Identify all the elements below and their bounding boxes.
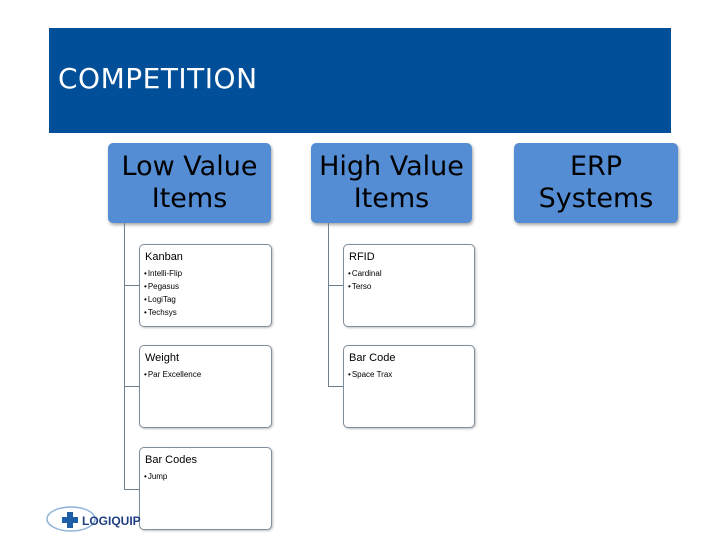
vendor-item: Terso bbox=[348, 280, 382, 293]
logo-ring bbox=[46, 506, 96, 532]
item-box-title: Bar Code bbox=[349, 352, 396, 364]
item-box-kanban: Kanban Intelli-Flip Pegasus LogiTag Tech… bbox=[139, 244, 272, 327]
connector-line bbox=[124, 223, 140, 490]
category-low-value-line2: Items bbox=[151, 183, 228, 214]
vendor-item: Techsys bbox=[144, 306, 182, 319]
logo-cross-v bbox=[67, 512, 73, 528]
item-box-bar-code: Bar Code Space Trax bbox=[343, 345, 475, 428]
logiquip-logo bbox=[46, 506, 96, 532]
item-box-title: Bar Codes bbox=[145, 454, 197, 466]
vendor-list: Space Trax bbox=[348, 368, 392, 381]
vendor-list: Cardinal Terso bbox=[348, 267, 382, 293]
page-title: COMPETITION bbox=[58, 62, 258, 95]
vendor-item: Par Excellence bbox=[144, 368, 201, 381]
item-box-title: Weight bbox=[145, 352, 180, 364]
vendor-list: Par Excellence bbox=[144, 368, 201, 381]
item-box-rfid: RFID Cardinal Terso bbox=[343, 244, 475, 327]
category-low-value: Low Value Items bbox=[108, 143, 271, 223]
item-box-title: Kanban bbox=[145, 251, 183, 263]
connector-line bbox=[328, 223, 344, 387]
category-high-value-line1: High Value bbox=[319, 150, 464, 182]
logo-text: LOGIQUIP bbox=[82, 514, 141, 528]
category-erp-systems: ERP Systems bbox=[514, 143, 678, 223]
category-high-value-line2: Items bbox=[353, 183, 430, 214]
vendor-item: Space Trax bbox=[348, 368, 392, 381]
vendor-list: Intelli-Flip Pegasus LogiTag Techsys bbox=[144, 267, 182, 319]
vendor-item: Intelli-Flip bbox=[144, 267, 182, 280]
category-erp-line2: Systems bbox=[538, 183, 654, 214]
item-box-title: RFID bbox=[349, 251, 375, 263]
vendor-item: Cardinal bbox=[348, 267, 382, 280]
item-box-bar-codes: Bar Codes Jump bbox=[139, 447, 272, 530]
category-erp-line1: ERP bbox=[569, 150, 623, 182]
category-low-value-line1: Low Value bbox=[121, 150, 258, 182]
item-box-weight: Weight Par Excellence bbox=[139, 345, 272, 428]
vendor-list: Jump bbox=[144, 470, 168, 483]
vendor-item: Jump bbox=[144, 470, 168, 483]
vendor-item: Pegasus bbox=[144, 280, 182, 293]
category-high-value: High Value Items bbox=[311, 143, 472, 223]
vendor-item: LogiTag bbox=[144, 293, 182, 306]
header-banner: COMPETITION bbox=[49, 28, 671, 133]
